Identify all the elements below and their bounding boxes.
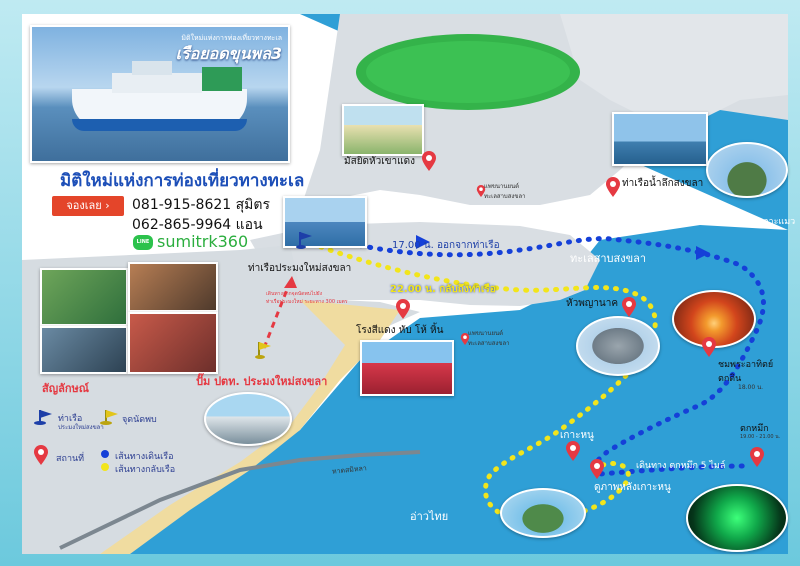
label-komaeo: เกาะแมว	[760, 217, 796, 227]
label-konu: เกาะหนู	[560, 430, 594, 441]
line-icon: LINE	[133, 235, 153, 250]
beach	[100, 300, 400, 554]
komaeo-photo	[706, 142, 788, 198]
label-ferry-mid: แพขนานยนต์ ทะเลสาบสงขลา	[468, 330, 510, 347]
legend-route-out: เส้นทางเดินเรือ	[115, 452, 174, 462]
squid-pin[interactable]	[748, 446, 766, 468]
mosque-photo	[342, 104, 424, 156]
hotel-pin[interactable]	[394, 298, 412, 320]
label-squid-time: 19.00 - 21.00 น.	[740, 434, 781, 440]
legend-symbols	[34, 410, 118, 471]
legend-place-pin	[32, 444, 50, 466]
headline: มิติใหม่แห่งการท่องเที่ยวทางทะเล	[60, 171, 305, 191]
label-pier: ท่าเรือประมงใหม่สงขลา	[248, 263, 352, 274]
label-ferry-top: แพขนานยนต์ ทะเลสาบสงขลา	[484, 183, 526, 200]
road	[59, 450, 421, 550]
line-id[interactable]: sumitrk360	[157, 232, 249, 251]
label-squid: ตกหมึก	[740, 424, 769, 434]
label-hotel: โรงสีแดง หับ โห้ หิ้น	[356, 325, 444, 336]
legend-place: สถานที่	[56, 454, 85, 464]
boat-name: เรือยอดขุนพล3	[175, 44, 282, 63]
label-gas: ปั๊ม ปตท. ประมงใหม่สงขลา	[196, 375, 328, 388]
label-konu-view: ดูภาพหลังเกาะหนู	[594, 482, 671, 493]
label-return: 22.00 น. กลับถึงท่าเรือ	[390, 284, 496, 295]
label-gulf: อ่าวไทย	[410, 510, 449, 523]
activity-photo-2	[128, 262, 218, 312]
ferry-top-pin[interactable]	[476, 184, 487, 197]
legend-title: สัญลักษณ์	[42, 382, 89, 395]
konu-pin[interactable]	[564, 440, 582, 462]
activity-photo-1	[40, 268, 128, 326]
label-squid-trip: เดินทาง ตกหมึก 5 ไมล์	[636, 461, 726, 471]
phone-1[interactable]: 081-915-8621 สุมิตร	[132, 197, 271, 213]
squid-photo	[686, 484, 788, 552]
label-walk-note: เดินทางจากจุดนัดพบไปยัง ท่าเรือประมงใหม่…	[266, 291, 348, 305]
sunset-pin[interactable]	[700, 336, 718, 358]
naga-pin[interactable]	[620, 296, 638, 318]
label-sunset: ชมพระอาทิตย์ ตกดิน	[718, 360, 774, 384]
mosque-pin[interactable]	[420, 150, 438, 172]
port-pin[interactable]	[604, 176, 622, 198]
legend-route-back: เส้นทางกลับเรือ	[115, 465, 176, 475]
ferry-mid-pin[interactable]	[460, 332, 471, 345]
walk-path	[262, 281, 292, 349]
label-mosque: มัสยิดหัวเขาแดง	[344, 156, 415, 167]
legend-meet: จุดนัดพบ	[122, 415, 157, 425]
activity-photo-4	[128, 312, 218, 374]
pier-flag-icon[interactable]	[296, 230, 314, 250]
boat-tagline: มิติใหม่แห่งการท่องเที่ยวทางทะเล	[181, 34, 282, 42]
konu-photo	[500, 488, 586, 538]
port-photo	[612, 112, 708, 166]
gas-station-photo	[204, 392, 292, 446]
book-button-label: จองเลย	[66, 199, 102, 212]
konu-view-pin[interactable]	[588, 458, 606, 480]
label-lake: ทะเลสาบสงขลา	[570, 252, 647, 265]
hotel-photo	[360, 340, 454, 396]
pier-photo	[283, 196, 367, 248]
meet-flag-icon[interactable]	[255, 340, 273, 360]
naga-photo	[576, 316, 660, 376]
book-button[interactable]: จองเลย ›	[52, 196, 124, 216]
label-sunset-time: 18.00 น.	[738, 384, 764, 391]
legend-pier-sub: ประมงใหม่สงขลา	[58, 424, 104, 431]
route-back	[299, 237, 658, 523]
label-depart: 17.00 น. ออกจากท่าเรือ	[392, 240, 500, 251]
label-port: ท่าเรือน้ำลึกสงขลา	[622, 178, 704, 189]
boat-photo: มิติใหม่แห่งการท่องเที่ยวทางทะเล เรือยอด…	[30, 25, 290, 163]
label-naga: หัวพญานาค	[566, 298, 619, 309]
land-north-2	[560, 14, 788, 120]
activity-photo-3	[40, 326, 128, 374]
phone-2[interactable]: 062-865-9964 แอน	[132, 217, 263, 233]
legend-pier: ท่าเรือ	[58, 414, 83, 424]
